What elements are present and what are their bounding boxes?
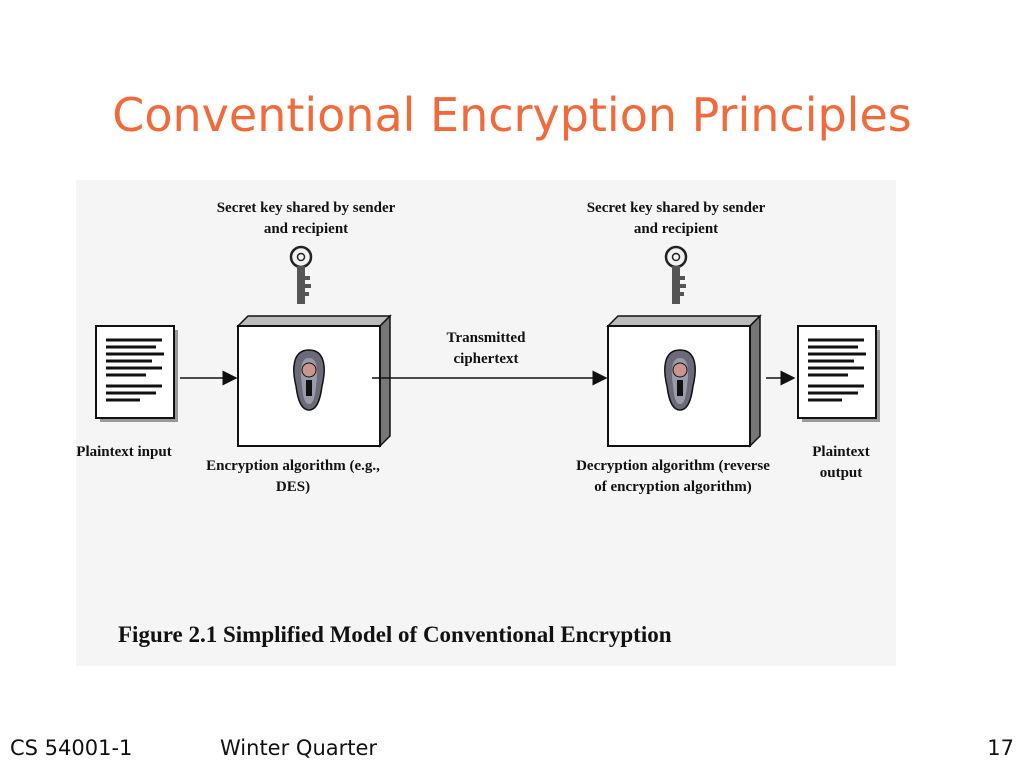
- footer-quarter: Winter Quarter: [220, 736, 378, 760]
- page-number: 17: [987, 736, 1014, 760]
- diagram-canvas: [95, 245, 880, 448]
- encryption-model-figure: Secret key shared by sender and recipien…: [76, 180, 896, 666]
- plaintext-output-label: Plaintext output: [812, 444, 870, 481]
- key-icon: [664, 245, 688, 304]
- decryption-algorithm-label: Decryption algorithm (reverse of encrypt…: [576, 458, 770, 495]
- footer-course: CS 54001-1: [10, 736, 133, 760]
- plaintext-input-document-icon: [95, 325, 178, 422]
- encryption-algorithm-label: Encryption algorithm (e.g., DES): [206, 458, 380, 495]
- key-icon: [289, 245, 313, 304]
- secret-key-label-right: Secret key shared by sender and recipien…: [586, 200, 766, 237]
- secret-key-label-left: Secret key shared by sender and recipien…: [216, 200, 396, 237]
- transmitted-ciphertext-label: Transmitted ciphertext: [446, 330, 526, 367]
- slide-title: Conventional Encryption Principles: [112, 88, 912, 142]
- figure-caption: Figure 2.1 Simplified Model of Conventio…: [118, 622, 672, 647]
- plaintext-output-document-icon: [797, 325, 880, 422]
- plaintext-input-label: Plaintext input: [76, 444, 172, 460]
- lock-icon: [293, 349, 325, 411]
- lock-icon: [664, 349, 696, 411]
